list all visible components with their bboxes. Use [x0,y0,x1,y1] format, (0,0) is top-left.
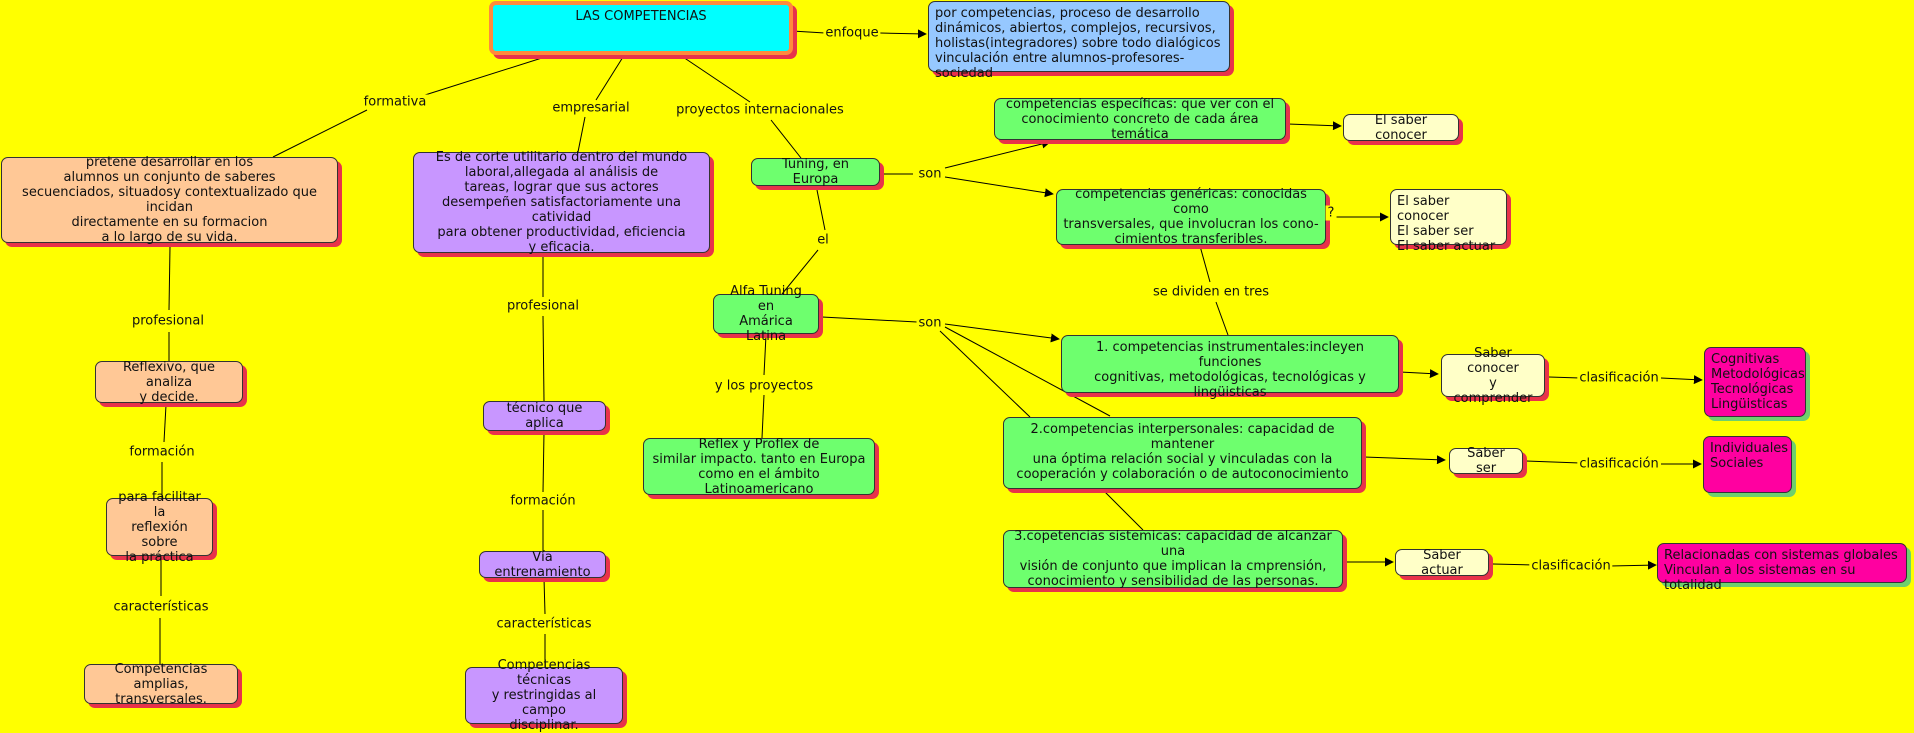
saber-conocer-node[interactable]: El saber conocer [1343,113,1459,143]
amplias-node[interactable]: Competencias amplias, transversales. [84,662,238,707]
tecnicas-node[interactable]: Competencias técnicas y restringidas al … [465,658,623,733]
reflexivo-node[interactable]: Reflexivo, que analiza y decide. [95,360,243,405]
saberes-node[interactable]: El saber conocer El saber ser El saber a… [1390,189,1507,254]
genericas-node[interactable]: competencias genéricas: conocidas como t… [1056,187,1326,247]
link-label-caracteristicas-1: características [111,599,211,615]
formativa-node[interactable]: pretene desarrollar en los alumnos un co… [1,155,338,245]
saber-ser-node[interactable]: Saber ser [1449,446,1523,476]
link-label-enfoque: enfoque [823,25,881,41]
conocer-comprender-node[interactable]: Saber conocer y comprender [1441,346,1545,406]
link-label-caracteristicas-2: características [494,616,594,632]
link-label-son-1: son [916,166,944,182]
question-mark-label: ? [1325,205,1337,221]
link-label-empresarial: empresarial [550,100,632,116]
tuning-node[interactable]: Tuning, en Europa [751,157,880,187]
sistemicas-node[interactable]: 3.copetencias sistemicas: capacidad de a… [1003,529,1343,589]
link-label-profesional-2: profesional [505,298,581,314]
cognitivas-node[interactable]: Cognitivas Metodológicas Tecnológicas Li… [1704,347,1806,417]
link-label-formacion-1: formación [127,444,197,460]
root-node[interactable]: LAS COMPETENCIAS [489,1,793,55]
link-label-son-2: son [916,315,944,331]
link-label-formacion-2: formación [508,493,578,509]
link-label-profesional-1: profesional [130,313,206,329]
link-label-proyectos: proyectos internacionales [674,102,846,118]
empresarial-node[interactable]: Es de corte utilitario dentro del mundo … [413,150,710,255]
especificas-node[interactable]: competencias específicas: que ver con el… [994,97,1286,142]
saber-actuar-node[interactable]: Saber actuar [1395,548,1489,578]
individuales-node[interactable]: Individuales Sociales [1703,436,1792,493]
link-label-formativa: formativa [361,94,429,110]
interpersonales-node[interactable]: 2.competencias interpersonales: capacida… [1003,417,1362,489]
link-label-clasificacion-2: clasificación [1577,456,1661,472]
reflex-node[interactable]: Reflex y Proflex de similar impacto. tan… [643,437,875,497]
link-label-y-los-proyectos: y los proyectos [712,378,816,394]
via-node[interactable]: Vía entrenamiento [479,550,606,580]
link-label-el: el [815,232,831,248]
instrumentales-node[interactable]: 1. competencias instrumentales:incleyen … [1061,335,1399,400]
tecnico-node[interactable]: técnico que aplica [483,401,606,431]
relacionadas-node[interactable]: Relacionadas con sistemas globales Vincu… [1657,543,1907,593]
facilitar-node[interactable]: para facilitar la reflexión sobre la prá… [106,490,213,565]
link-label-clasificacion-3: clasificación [1529,558,1613,574]
link-label-se-dividen: se dividen en tres [1151,284,1271,300]
enfoque-node[interactable]: por competencias, proceso de desarrollo … [928,1,1230,81]
link-label-clasificacion-1: clasificación [1577,370,1661,386]
alfa-node[interactable]: Alfa Tuning en Amárica Latina [713,284,819,344]
